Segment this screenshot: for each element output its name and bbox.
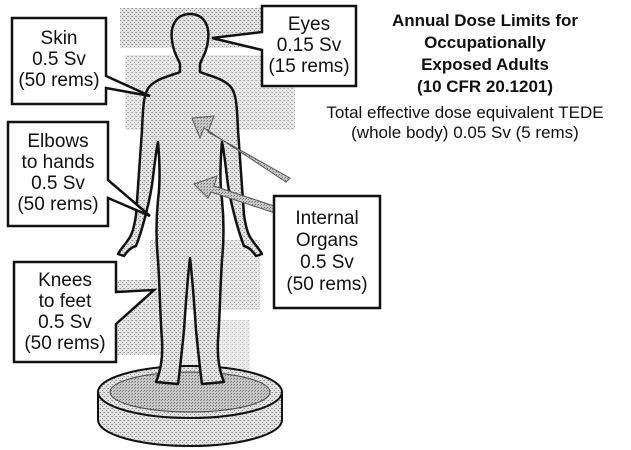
tede-line-1: Total effective dose equivalent TEDE xyxy=(300,103,630,123)
title-line-3: Exposed Adults xyxy=(350,54,620,76)
knees-line-2: to feet xyxy=(14,291,116,312)
internal-line-3: 0.5 Sv xyxy=(274,252,380,274)
tede-note: Total effective dose equivalent TEDE (wh… xyxy=(300,103,630,143)
eyes-line-2: 0.15 Sv xyxy=(262,35,356,56)
skin-callout: Skin 0.5 Sv (50 rems) xyxy=(12,28,106,91)
title-line-2: Occupationally xyxy=(350,32,620,54)
internal-line-4: (50 rems) xyxy=(274,274,380,296)
eyes-callout: Eyes 0.15 Sv (15 rems) xyxy=(262,14,356,77)
elbows-callout: Elbows to hands 0.5 Sv (50 rems) xyxy=(8,131,108,215)
eyes-line-3: (15 rems) xyxy=(262,56,356,77)
knees-line-4: (50 rems) xyxy=(14,333,116,354)
skin-line-1: Skin xyxy=(12,28,106,49)
internal-line-1: Internal xyxy=(274,208,380,230)
tede-line-2: (whole body) 0.05 Sv (5 rems) xyxy=(300,123,630,143)
internal-line-2: Organs xyxy=(274,230,380,252)
pedestal xyxy=(98,366,282,446)
skin-line-3: (50 rems) xyxy=(12,70,106,91)
elbows-line-3: 0.5 Sv xyxy=(8,173,108,194)
elbows-line-1: Elbows xyxy=(8,131,108,152)
elbows-line-2: to hands xyxy=(8,152,108,173)
eyes-line-1: Eyes xyxy=(262,14,356,35)
title-line-1: Annual Dose Limits for xyxy=(350,10,620,32)
title-line-4: (10 CFR 20.1201) xyxy=(350,76,620,98)
skin-line-2: 0.5 Sv xyxy=(12,49,106,70)
knees-line-1: Knees xyxy=(14,270,116,291)
knees-callout: Knees to feet 0.5 Sv (50 rems) xyxy=(14,270,116,354)
figure-title: Annual Dose Limits for Occupationally Ex… xyxy=(350,10,620,98)
elbows-line-4: (50 rems) xyxy=(8,194,108,215)
internal-organs-callout: Internal Organs 0.5 Sv (50 rems) xyxy=(274,208,380,296)
knees-line-3: 0.5 Sv xyxy=(14,312,116,333)
